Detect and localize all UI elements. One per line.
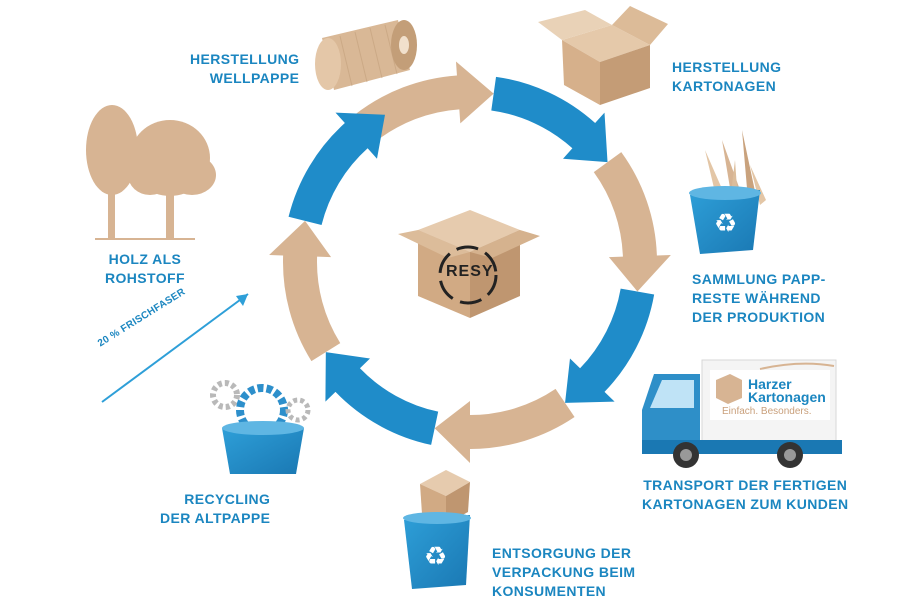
arrow-segment-2 — [491, 76, 608, 163]
arrow-segment-5 — [434, 388, 575, 463]
center-box-icon — [398, 210, 540, 318]
delivery-truck-icon — [642, 359, 842, 468]
fresh-fiber-arrow — [101, 293, 249, 403]
arrow-segment-3 — [593, 152, 671, 292]
truck-brand-line2: Kartonagen — [748, 389, 826, 405]
arrow-segment-7 — [269, 220, 341, 362]
trees-icon — [86, 105, 216, 240]
recycling-bin-scraps-icon: ♻ — [689, 130, 766, 254]
arrow-segment-4 — [565, 288, 655, 403]
svg-text:♻: ♻ — [714, 209, 737, 239]
recycling-gears-bin-icon — [210, 380, 311, 474]
open-box-icon — [538, 6, 668, 105]
cycle-arrows — [269, 61, 671, 463]
arrow-segment-6 — [325, 352, 439, 445]
truck-slogan: Einfach. Besonders. — [722, 406, 812, 417]
svg-text:♻: ♻ — [424, 542, 447, 572]
disposal-bin-box-icon: ♻ — [403, 470, 471, 589]
arrow-segment-8 — [288, 112, 385, 225]
arrow-segment-1 — [354, 61, 494, 142]
truck-brand-line1: Harzer — [748, 376, 792, 392]
corrugated-roll-icon — [315, 20, 417, 90]
center-logo-text: RESY — [446, 263, 494, 280]
